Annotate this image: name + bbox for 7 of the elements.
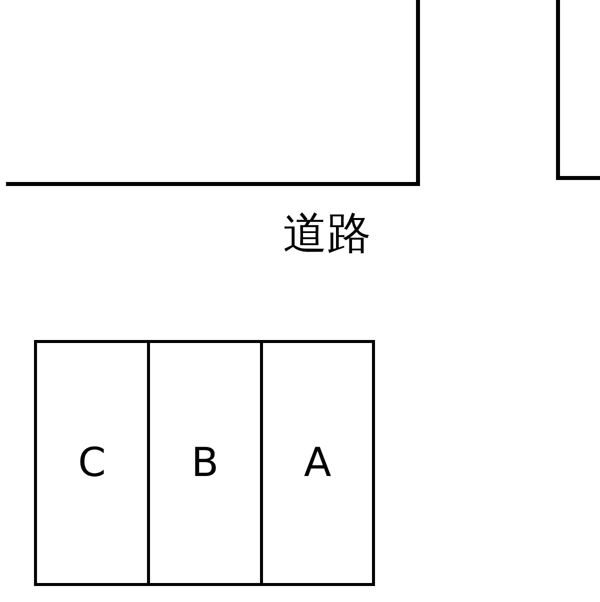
parking-space <box>150 340 263 586</box>
space-letter: B <box>191 443 219 483</box>
parking-space <box>34 340 150 586</box>
space-letter: C <box>78 443 106 483</box>
parking-space <box>263 340 375 586</box>
space-letter: A <box>304 443 332 483</box>
road-label: 道路 <box>283 212 371 256</box>
